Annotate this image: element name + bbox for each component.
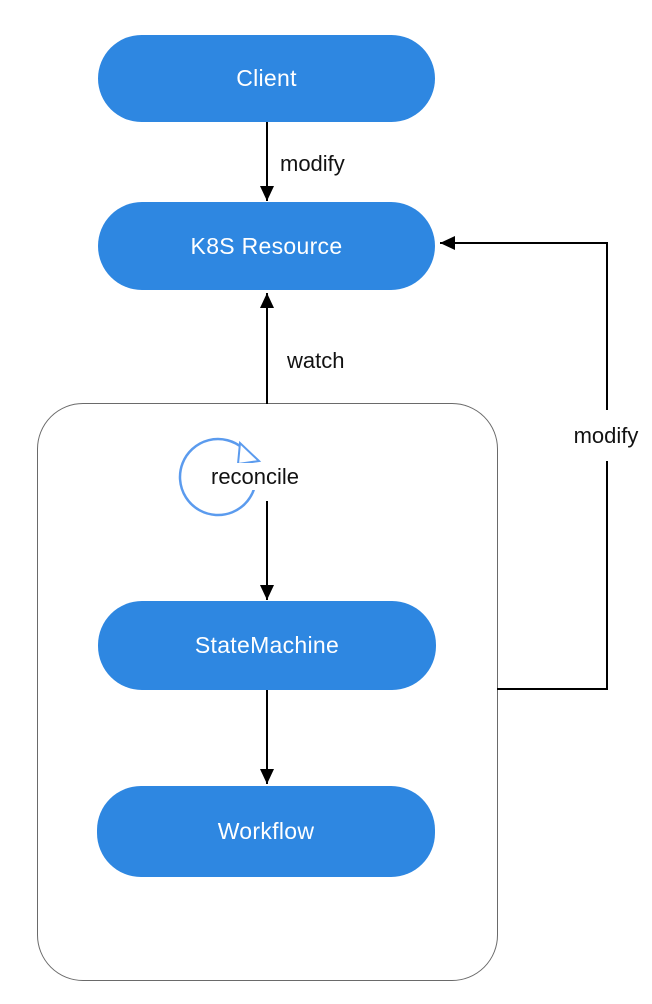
edge-label-watch: watch [287,348,345,373]
edge-label-modify-right: modify [558,410,652,461]
node-client: Client [98,35,435,122]
arrow-feedback-modify [440,236,608,690]
node-k8s-resource: K8S Resource [98,202,435,290]
reconcile-loop-icon [178,437,262,517]
node-workflow-label: Workflow [217,818,315,844]
node-workflow: Workflow [97,786,435,877]
edge-label-modify-top: modify [280,151,345,176]
edge-label-reconcile: reconcile [209,463,302,490]
node-k8s-resource-label: K8S Resource [190,232,343,259]
node-state-machine: StateMachine [98,601,436,690]
node-client-label: Client [236,65,297,91]
node-state-machine-label: StateMachine [194,632,340,658]
